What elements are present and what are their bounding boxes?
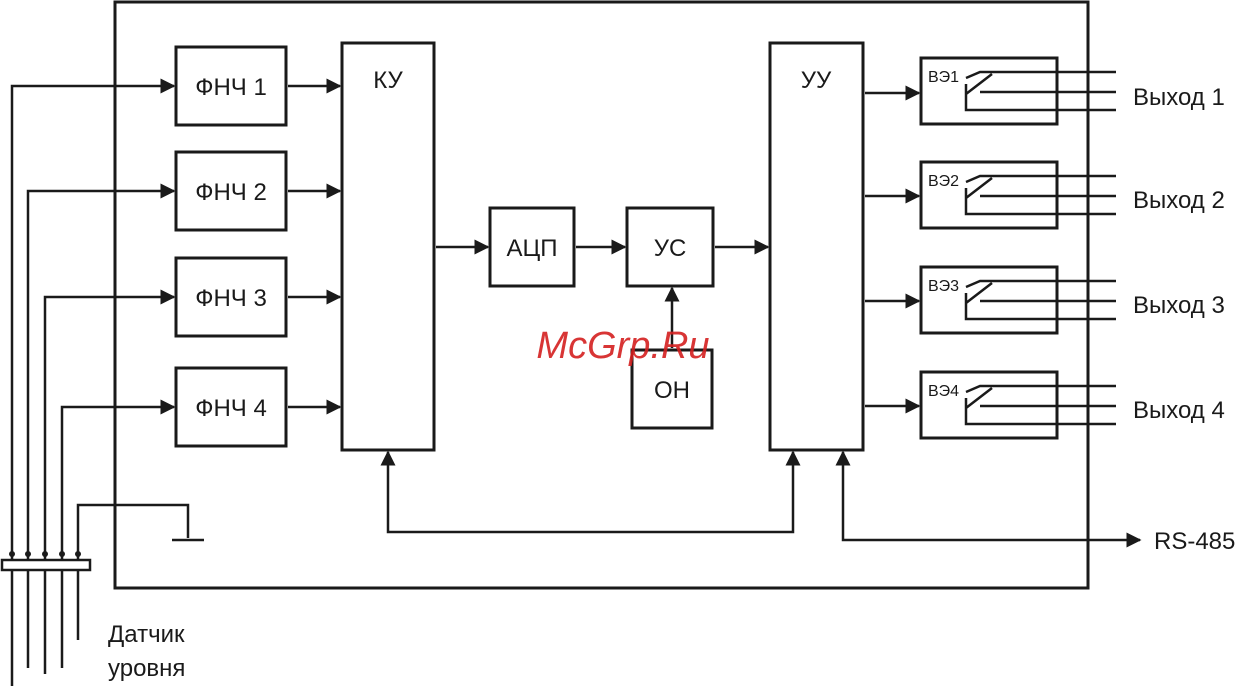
lpf-3-label: ФНЧ 3: [195, 285, 267, 312]
ground-line: [78, 505, 188, 560]
lpf-1-label: ФНЧ 1: [195, 74, 267, 101]
sensor-label-line-2: уровня: [108, 655, 185, 682]
sensor-label-line-1: Датчик: [108, 621, 185, 648]
lpf-2-label: ФНЧ 2: [195, 179, 267, 206]
uu-label: УУ: [801, 67, 832, 94]
output-3-label: Выход 3: [1133, 292, 1225, 319]
ve-2-label: ВЭ2: [928, 173, 959, 190]
level-sensor: [2, 551, 90, 686]
us-label: УС: [654, 235, 687, 262]
lpf-4-label: ФНЧ 4: [195, 395, 267, 422]
ku-label: КУ: [373, 67, 403, 94]
ve-4-label: ВЭ4: [928, 383, 959, 400]
on-label: ОН: [654, 377, 690, 404]
ve-1-label: ВЭ1: [928, 69, 959, 86]
adc-label: АЦП: [506, 235, 557, 262]
watermark: McGrp.Ru: [536, 325, 709, 367]
ve-3-label: ВЭ3: [928, 278, 959, 295]
ku-block: [342, 43, 434, 450]
rs485-line: [843, 452, 1140, 540]
sensor-line-1: [12, 86, 174, 560]
uu-block: [770, 43, 863, 450]
output-4-label: Выход 4: [1133, 397, 1225, 424]
sensor-line-3: [45, 297, 174, 560]
output-1-label: Выход 1: [1133, 84, 1225, 111]
rs485-label: RS-485: [1154, 528, 1235, 555]
output-2-label: Выход 2: [1133, 187, 1225, 214]
ku-uu-control-line: [388, 452, 793, 532]
